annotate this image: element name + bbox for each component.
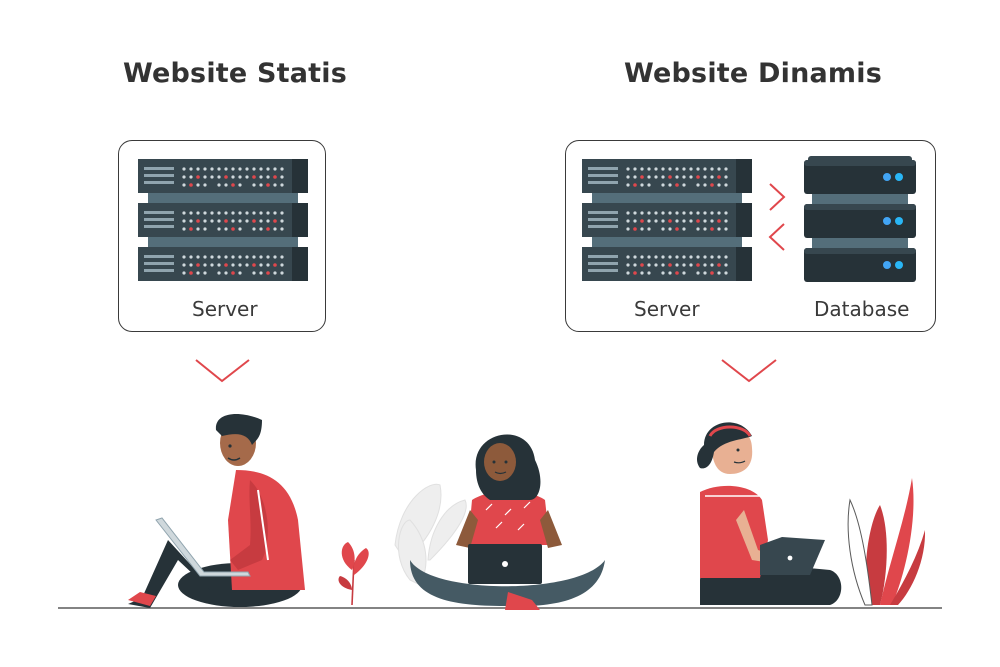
plant-left — [338, 542, 369, 606]
static-server-rack-icon — [138, 159, 308, 281]
plant-right — [847, 478, 926, 606]
man-with-laptop — [128, 414, 305, 608]
bidirectional-arrow-icon — [768, 183, 786, 251]
dynamic-server-label: Server — [634, 297, 700, 321]
static-server-label: Server — [192, 297, 258, 321]
database-label: Database — [814, 297, 910, 321]
woman-cross-legged — [410, 434, 605, 610]
dynamic-website-title: Website Dinamis — [624, 58, 882, 89]
dynamic-chevron-down-icon — [721, 359, 777, 383]
background-leaves — [394, 483, 467, 586]
database-stack-icon — [804, 156, 916, 282]
static-chevron-down-icon — [195, 359, 250, 383]
woman-with-headset — [697, 422, 842, 605]
static-website-title: Website Statis — [123, 58, 348, 89]
dynamic-server-rack-icon — [582, 159, 752, 281]
